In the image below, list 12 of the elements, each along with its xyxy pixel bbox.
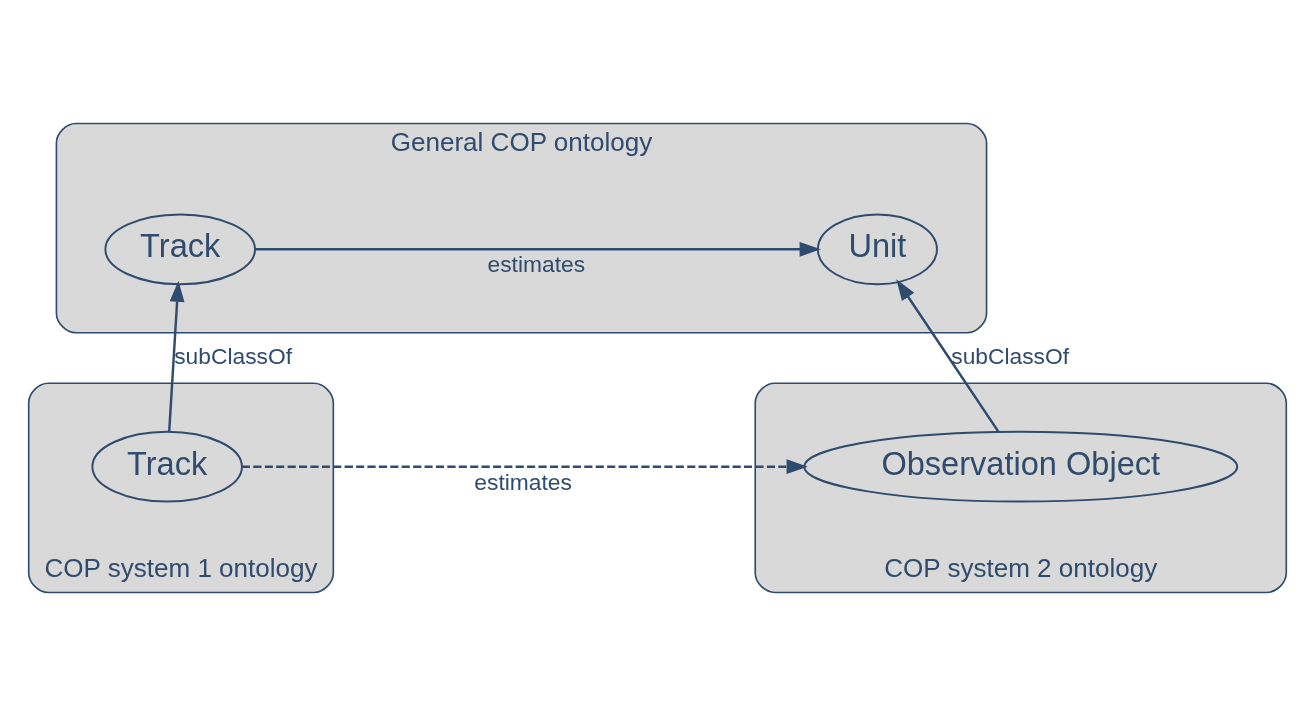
node-ellipse: Observation Object (803, 430, 1239, 503)
edge-label: estimates (487, 250, 586, 277)
edge-label: estimates (474, 468, 572, 495)
arrow (255, 241, 821, 257)
node-ellipse: Track (104, 212, 256, 285)
arrow (896, 278, 1000, 433)
node-ellipse: Track (91, 430, 243, 503)
node-ellipse: Unit (816, 212, 938, 285)
arrow (242, 458, 808, 474)
edge-label: subClassOf (174, 342, 293, 369)
arrow (167, 280, 185, 432)
edge-label: subClassOf (951, 342, 1070, 369)
